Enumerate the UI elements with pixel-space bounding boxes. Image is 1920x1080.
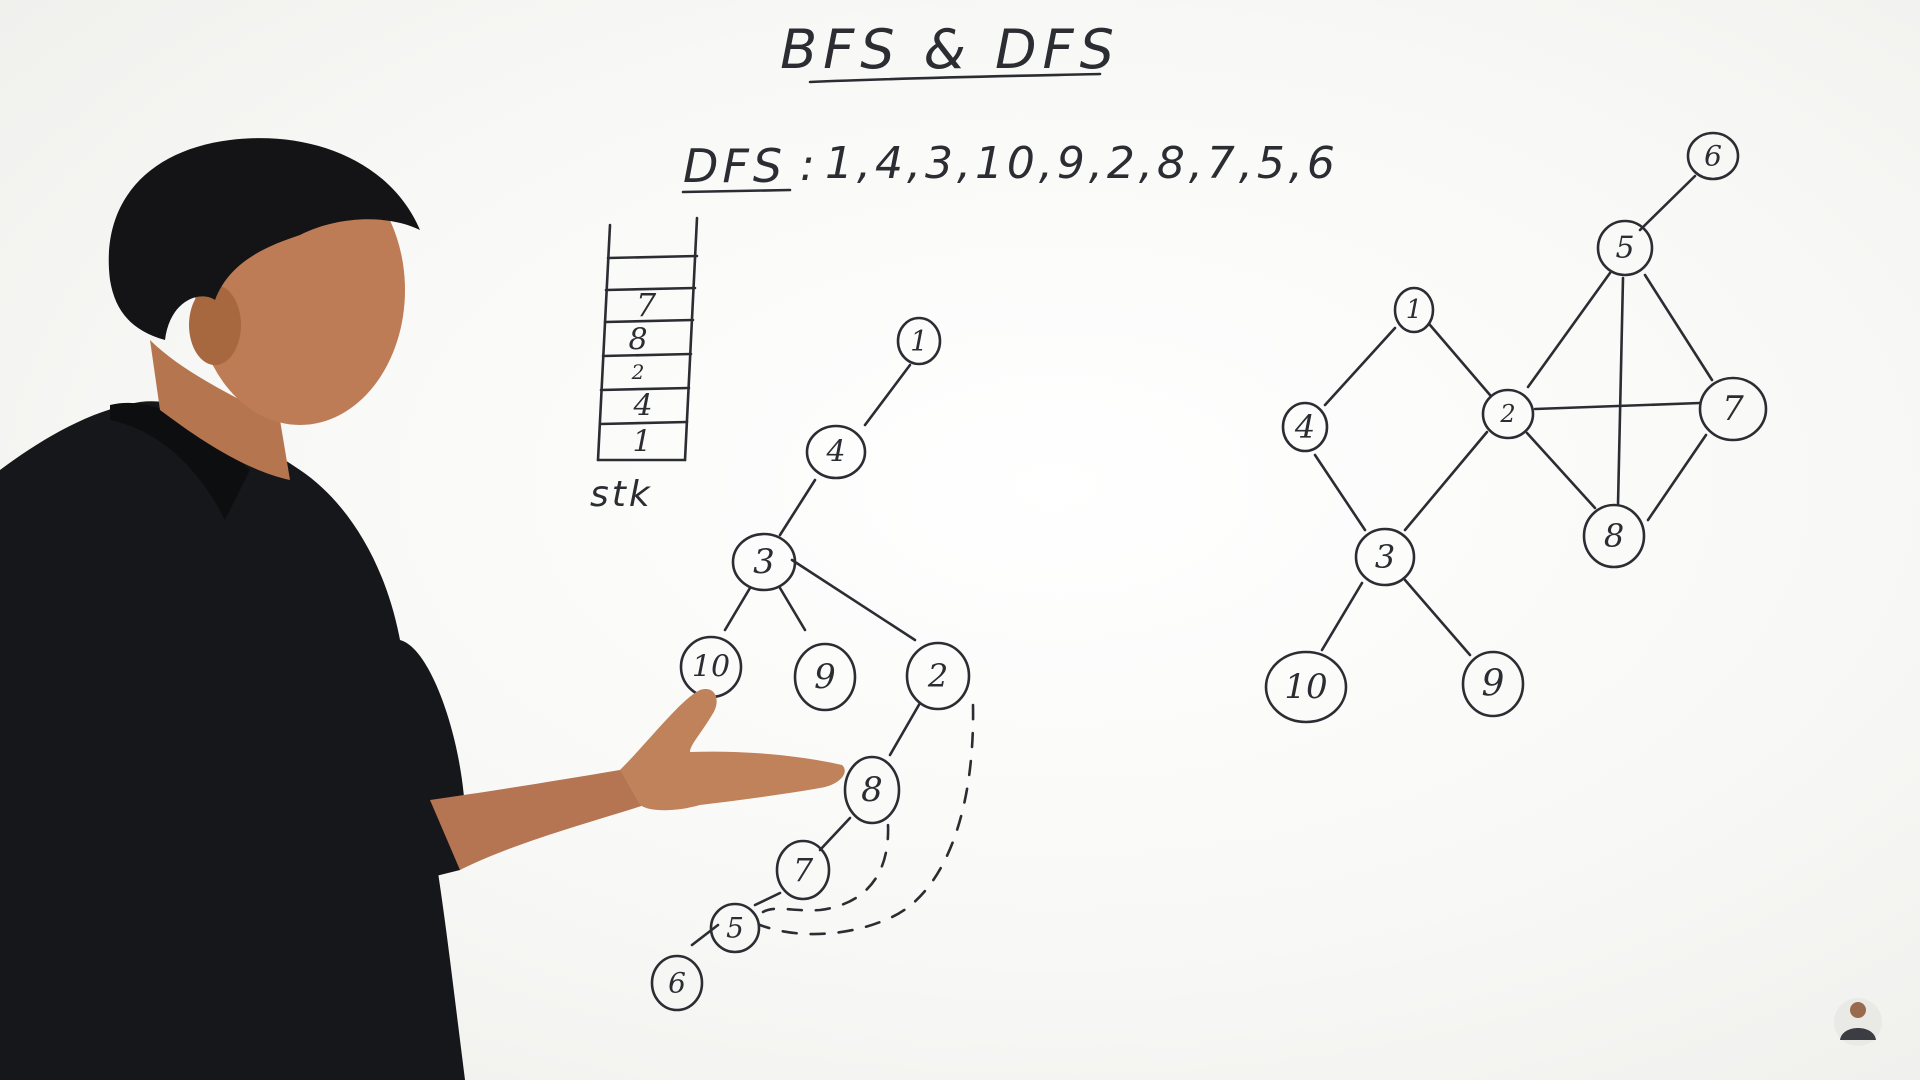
stack-divider	[599, 386, 691, 392]
tree-node-label: 3	[753, 542, 775, 582]
tree-edge	[753, 891, 782, 907]
title-underline	[808, 72, 1102, 84]
tree-node-label: 6	[668, 967, 686, 1000]
graph-node-label: 3	[1375, 538, 1395, 576]
graph-node-circle	[1582, 503, 1646, 569]
graph-node-label: 8	[1604, 517, 1624, 555]
presenter-hand	[620, 689, 845, 811]
graph-node-label: 1	[1406, 295, 1423, 325]
tree-back-edge	[758, 703, 975, 936]
graph-edge	[1403, 578, 1472, 657]
graph-node-circle	[1354, 527, 1416, 587]
graph-edge	[1313, 453, 1367, 532]
graph-node-circle	[1596, 219, 1654, 277]
presenter	[0, 138, 845, 1080]
presenter-collar	[110, 402, 250, 520]
stack-divider	[598, 420, 689, 426]
tree-node-circle	[843, 755, 901, 825]
dfs-sequence: 1,4,3,10,9,2,8,7,5,6	[825, 138, 1339, 189]
tree-node-circle	[793, 642, 857, 712]
graph-node-label: 2	[1499, 400, 1515, 428]
tree-edge	[888, 701, 922, 757]
presenter-ear	[189, 285, 241, 365]
tree-edge	[723, 586, 752, 632]
graph-node-circle	[1264, 650, 1348, 724]
graph-edge	[1533, 401, 1702, 411]
tree-edge	[818, 816, 852, 852]
presenter-forearm	[430, 768, 661, 870]
presenter-neck	[150, 340, 290, 480]
graph-edge	[1616, 276, 1625, 507]
tree-edge	[790, 558, 917, 642]
tree-node-circle	[805, 424, 867, 480]
dfs-tree: 1 4 3 10 9 2 8 7 5 6	[650, 316, 975, 1012]
tree-node-label: 1	[910, 325, 928, 358]
tree-edge	[863, 363, 912, 427]
channel-avatar-icon	[1834, 998, 1882, 1046]
graph-node-label: 4	[1294, 408, 1315, 446]
tree-node-circle	[731, 532, 797, 592]
stack-item: 7	[636, 286, 657, 324]
stack-divider	[606, 254, 699, 260]
stack-right-wall	[683, 216, 699, 462]
tree-node-circle	[896, 316, 942, 366]
tree-node-circle	[650, 954, 704, 1012]
graph-edge	[1643, 273, 1714, 382]
stack-item: 2	[631, 360, 645, 384]
tree-node-label: 10	[692, 650, 730, 685]
graph-edge	[1323, 326, 1397, 407]
tree-node-label: 5	[726, 912, 744, 945]
graph-edge	[1525, 431, 1597, 510]
graph-node-circle	[1461, 650, 1525, 718]
graph-edge	[1526, 271, 1612, 389]
graph-node-circle	[1393, 286, 1435, 334]
tree-edge	[778, 478, 817, 537]
dfs-label-underline	[681, 188, 792, 194]
tree-node-label: 7	[793, 851, 814, 889]
graph-node-label: 10	[1284, 667, 1327, 707]
stack-left-wall	[596, 223, 612, 462]
graph-node-circle	[1281, 401, 1329, 453]
graph-node-label: 7	[1722, 389, 1744, 429]
presenter-hair	[108, 138, 421, 340]
board-title: BFS & DFS	[780, 18, 1120, 81]
tree-back-edge	[761, 823, 890, 914]
graph-node-circle	[1698, 376, 1768, 442]
presenter-shirt	[0, 401, 465, 1080]
graph-node-circle	[1481, 388, 1535, 440]
stack-item: 8	[628, 323, 647, 358]
stack: 1 4 2 8 7 stk	[590, 216, 699, 515]
tree-edge	[690, 923, 720, 947]
graph-edge	[1403, 430, 1489, 532]
stack-divider	[601, 352, 693, 358]
tree-node-label: 9	[814, 657, 836, 697]
tree-edge	[778, 586, 807, 632]
tree-node-label: 2	[927, 657, 948, 695]
stack-label: stk	[590, 474, 653, 515]
stack-item: 1	[632, 425, 651, 460]
graph-node-label: 6	[1704, 140, 1722, 173]
graph-edge	[1638, 174, 1697, 232]
graph-edge	[1320, 581, 1364, 652]
graph-edge	[1428, 323, 1492, 397]
tree-node-label: 4	[825, 435, 845, 470]
stack-divider	[604, 286, 697, 292]
dfs-label: DFS	[683, 139, 786, 193]
stack-item: 4	[632, 389, 652, 424]
graph-node-label: 5	[1615, 231, 1634, 266]
graph-node-label: 9	[1482, 664, 1505, 705]
graph: 1 2 3 4 5 6 7 8 9 10	[1264, 131, 1768, 724]
dfs-colon: :	[800, 140, 815, 191]
tree-node-circle	[775, 839, 831, 901]
tree-node-label: 8	[861, 770, 883, 810]
tree-node-circle	[709, 902, 761, 954]
stack-divider	[603, 318, 695, 324]
tree-node-circle	[905, 641, 971, 711]
graph-node-circle	[1686, 131, 1740, 181]
graph-edge	[1646, 433, 1708, 522]
